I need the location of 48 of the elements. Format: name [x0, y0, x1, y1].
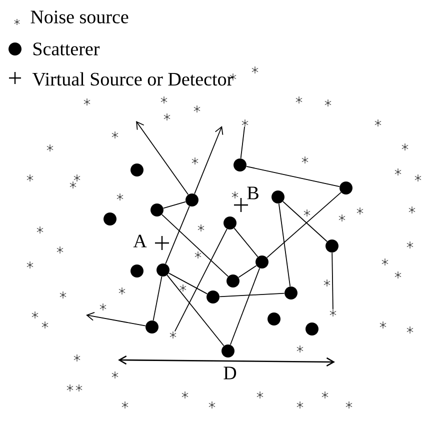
path-line — [282, 201, 328, 242]
noise-source-asterisk — [330, 309, 336, 317]
arrow — [136, 121, 189, 195]
scatterer-dot — [306, 322, 318, 336]
noise-source-asterisk — [170, 331, 176, 339]
scatterer-dot — [272, 190, 284, 204]
path-line — [163, 201, 186, 209]
scatterer-dot — [130, 264, 144, 278]
scatterer-dot — [130, 164, 144, 176]
scatterer-dot — [156, 264, 170, 276]
scatterer-dot — [206, 290, 220, 304]
path-line — [332, 252, 334, 310]
path-line — [266, 192, 342, 258]
arrow — [86, 312, 146, 326]
scatterer-dot — [326, 240, 338, 252]
scatterer-dot — [224, 216, 236, 230]
noise-source-asterisk — [242, 119, 248, 127]
path-line — [240, 126, 246, 159]
scatterer-dot — [104, 212, 116, 226]
scatterer-dot — [146, 320, 158, 334]
scatterer-dot — [268, 312, 280, 326]
scatterer-dot — [186, 194, 198, 206]
arrow — [194, 126, 224, 194]
legend-text: Noise source — [30, 10, 128, 24]
scatterer-dot — [234, 158, 246, 172]
path-line — [174, 228, 228, 332]
scatterer-dot — [150, 204, 164, 216]
point-label: B — [247, 186, 258, 200]
point-label: D — [224, 366, 236, 380]
path-line — [152, 276, 162, 321]
path-line — [238, 265, 257, 278]
path-line — [230, 268, 260, 346]
scatterer-dot — [222, 344, 234, 358]
scatterer-dot — [256, 256, 268, 268]
legend-text: Scatterer — [33, 42, 100, 56]
path-line — [161, 214, 229, 277]
path-line — [168, 272, 208, 294]
scatterer-dot — [284, 286, 298, 300]
path-line — [219, 292, 285, 298]
path-line — [278, 203, 291, 287]
legend-text: Virtual Source or Detector — [32, 72, 233, 86]
path-line — [166, 274, 224, 346]
path-line — [246, 166, 340, 188]
point-label: A — [133, 234, 147, 248]
scatterer-dot — [340, 182, 352, 194]
path-line — [234, 228, 258, 258]
scatterer-dot — [226, 274, 240, 288]
path-line — [165, 206, 190, 264]
